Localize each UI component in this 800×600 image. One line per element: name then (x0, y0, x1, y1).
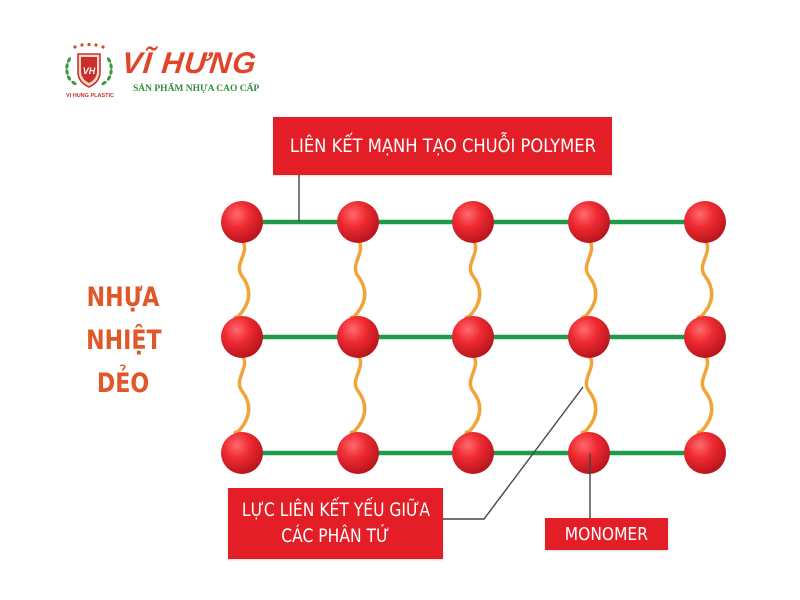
monomer-label-text: MONOMER (564, 523, 649, 545)
monomer-label: MONOMER (545, 518, 668, 550)
svg-text:VH: VH (83, 66, 96, 76)
strong-bond-label: LIÊN KẾT MẠNH TẠO CHUỖI POLYMER (273, 117, 612, 175)
leader-lines (298, 175, 591, 520)
monomer-spheres (221, 201, 726, 474)
brand-tagline: SẢN PHẨM NHỰA CAO CẤP (133, 84, 260, 94)
strong-bond-label-text: LIÊN KẾT MẠNH TẠO CHUỖI POLYMER (289, 135, 596, 157)
weak-force-label-line-1: LỰC LIÊN KẾT YẾU GIỮA (241, 499, 430, 521)
title-line-1: NHỰA (86, 282, 160, 313)
weak-force-label-line-2: CÁC PHÂN TỬ (281, 525, 390, 547)
shield-emblem-icon: VH (65, 42, 113, 88)
brand-logo: VH VI HUNG PLASTIC VĨ HƯNG SẢN PHẨM NHỰA… (56, 42, 276, 104)
emblem-caption: VI HUNG PLASTIC (66, 93, 114, 99)
diagram-title: NHỰA NHIỆT DẺO (86, 276, 162, 405)
title-line-3: DẺO (96, 368, 150, 399)
title-line-2: NHIỆT (86, 325, 162, 356)
weak-force-label: LỰC LIÊN KẾT YẾU GIỮA CÁC PHÂN TỬ (228, 488, 443, 559)
